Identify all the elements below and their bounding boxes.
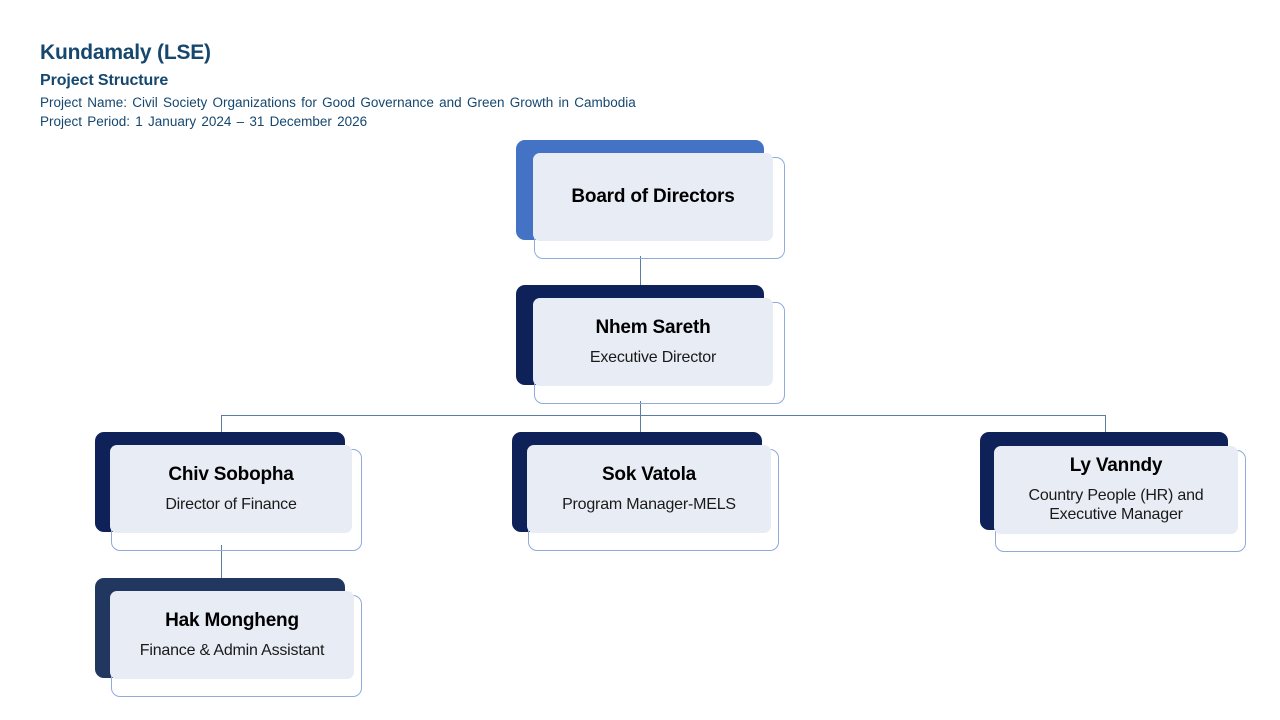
connector-executive-director-stem xyxy=(640,401,641,432)
node-person-role: Program Manager-MELS xyxy=(562,495,736,513)
project-name-label: Project Name: Civil Society Organization… xyxy=(40,95,636,110)
node-body: Board of Directors xyxy=(533,153,773,241)
node-body: Chiv Sobopha Director of Finance xyxy=(110,445,352,533)
org-node-program-manager[interactable]: Sok Vatola Program Manager-MELS xyxy=(512,432,784,551)
node-body: Nhem Sareth Executive Director xyxy=(533,298,773,386)
connector-board-to-executive-director xyxy=(640,256,641,292)
node-person-name: Hak Mongheng xyxy=(165,609,299,631)
connector-horizontal-bus xyxy=(221,415,1106,416)
node-body: Hak Mongheng Finance & Admin Assistant xyxy=(110,591,354,679)
node-role-line-1: Country People (HR) and xyxy=(1028,486,1204,504)
connector-director-of-finance-to-assistant xyxy=(221,545,222,580)
page-title: Kundamaly (LSE) xyxy=(40,41,211,64)
page-subtitle: Project Structure xyxy=(40,72,169,89)
node-person-name: Chiv Sobopha xyxy=(168,463,294,485)
node-person-name: Sok Vatola xyxy=(601,463,697,485)
node-body: Sok Vatola Program Manager-MELS xyxy=(527,445,771,533)
connector-bus-to-director-of-finance xyxy=(221,415,222,435)
org-node-director-of-finance[interactable]: Chiv Sobopha Director of Finance xyxy=(95,432,365,551)
org-node-board-of-directors[interactable]: Board of Directors xyxy=(516,140,786,259)
node-title: Board of Directors xyxy=(571,186,735,208)
node-person-name: Ly Vanndy xyxy=(1069,455,1163,477)
org-node-executive-director[interactable]: Nhem Sareth Executive Director xyxy=(516,285,786,404)
project-period-label: Project Period: 1 January 2024 – 31 Dece… xyxy=(40,114,368,129)
node-person-role: Finance & Admin Assistant xyxy=(139,641,325,659)
connector-bus-to-hr-executive-manager xyxy=(1105,415,1106,435)
node-person-name: Nhem Sareth xyxy=(595,316,711,338)
org-node-finance-admin-assistant[interactable]: Hak Mongheng Finance & Admin Assistant xyxy=(95,578,367,697)
node-person-role: Executive Director xyxy=(589,348,717,366)
node-role-line-2: Executive Manager xyxy=(1049,506,1183,524)
node-person-role: Director of Finance xyxy=(165,495,297,513)
